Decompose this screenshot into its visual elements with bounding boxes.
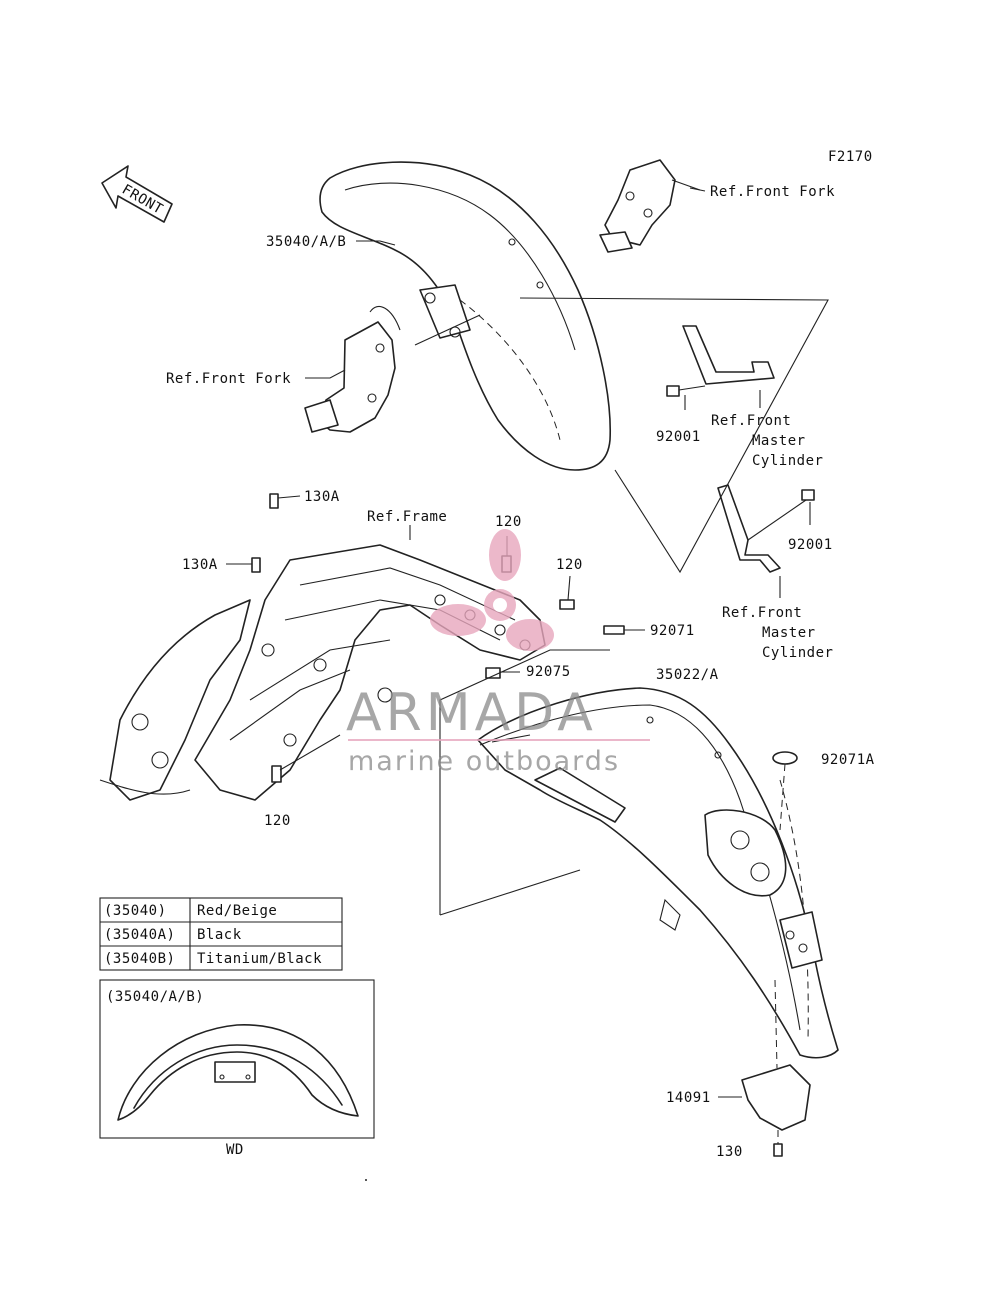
label-bolt-130a-lower: 130A	[182, 557, 218, 573]
label-bolt-120-mid: 120	[556, 557, 583, 573]
propeller-icon	[430, 529, 554, 651]
leader-lines	[305, 187, 811, 598]
label-part-92071: 92071	[650, 623, 695, 639]
label-part-14091: 14091	[666, 1090, 711, 1106]
label-ref-front-fork-right: Ref.Front Fork	[710, 184, 835, 200]
master-cylinder-bracket-lower	[717, 484, 815, 573]
color-table-code: (35040B)	[104, 951, 175, 967]
label-part-92071a: 92071A	[821, 752, 875, 768]
color-table-code: (35040)	[104, 903, 167, 919]
inset-title: (35040/A/B)	[106, 989, 204, 1005]
watermark-brand: ARMADA	[346, 683, 597, 743]
armada-watermark: ARMADA marine outboards	[346, 529, 650, 777]
color-table-color: Titanium/Black	[197, 951, 322, 967]
label-bolt-130: 130	[716, 1144, 743, 1160]
master-cylinder-bracket-upper	[666, 325, 775, 397]
guide-line-rear-1	[439, 649, 610, 915]
color-table-code: (35040A)	[104, 927, 175, 943]
label-bolt-120-upper: 120	[495, 514, 522, 530]
label-ref-master-cyl-lower-3: Cylinder	[762, 645, 833, 661]
color-table: (35040) Red/Beige (35040A) Black (35040B…	[99, 897, 343, 971]
label-ref-master-cyl-upper-2: Master	[752, 433, 806, 449]
label-rear-fender: 35022/A	[656, 667, 719, 683]
label-ref-master-cyl-upper-1: Ref.Front	[711, 413, 791, 429]
label-bolt-120-lower: 120	[264, 813, 291, 829]
front-fender	[319, 161, 612, 471]
watermark-tagline: marine outboards	[348, 746, 620, 777]
bolt-130	[773, 1130, 783, 1157]
color-table-color: Red/Beige	[197, 903, 277, 919]
guide-line-rear-2	[439, 869, 581, 916]
inset-caption: WD	[226, 1142, 244, 1158]
rear-fender	[477, 687, 839, 1059]
label-bolt-92001-lower: 92001	[788, 537, 833, 553]
label-bolt-130a-upper: 130A	[304, 489, 340, 505]
bolt-130a-lower	[226, 557, 261, 573]
part-92071a	[772, 751, 798, 831]
bolt-120-lower	[271, 734, 341, 783]
label-ref-front-fork-left: Ref.Front Fork	[166, 371, 291, 387]
inset-box: (35040/A/B) WD	[99, 979, 375, 1158]
color-table-color: Black	[197, 927, 242, 943]
label-front-fender: 35040/A/B	[266, 234, 346, 250]
label-bolt-92001-upper: 92001	[656, 429, 701, 445]
guide-line-fork	[414, 314, 481, 346]
label-ref-master-cyl-lower-2: Master	[762, 625, 816, 641]
figure-code: F2170	[828, 149, 873, 165]
front-direction-arrow: FRONT	[101, 165, 173, 223]
front-fork-right	[599, 159, 701, 253]
stray-dot	[365, 1179, 367, 1181]
bolt-120-mid	[559, 575, 575, 610]
part-14091	[718, 979, 811, 1131]
guide-line-fender	[519, 297, 829, 574]
front-fork-left	[304, 306, 401, 433]
label-ref-master-cyl-upper-3: Cylinder	[752, 453, 823, 469]
label-part-92075: 92075	[526, 664, 571, 680]
label-ref-master-cyl-lower-1: Ref.Front	[722, 605, 802, 621]
bolt-130a-upper	[269, 493, 301, 509]
part-92071	[603, 625, 645, 635]
label-ref-frame: Ref.Frame	[367, 509, 447, 525]
